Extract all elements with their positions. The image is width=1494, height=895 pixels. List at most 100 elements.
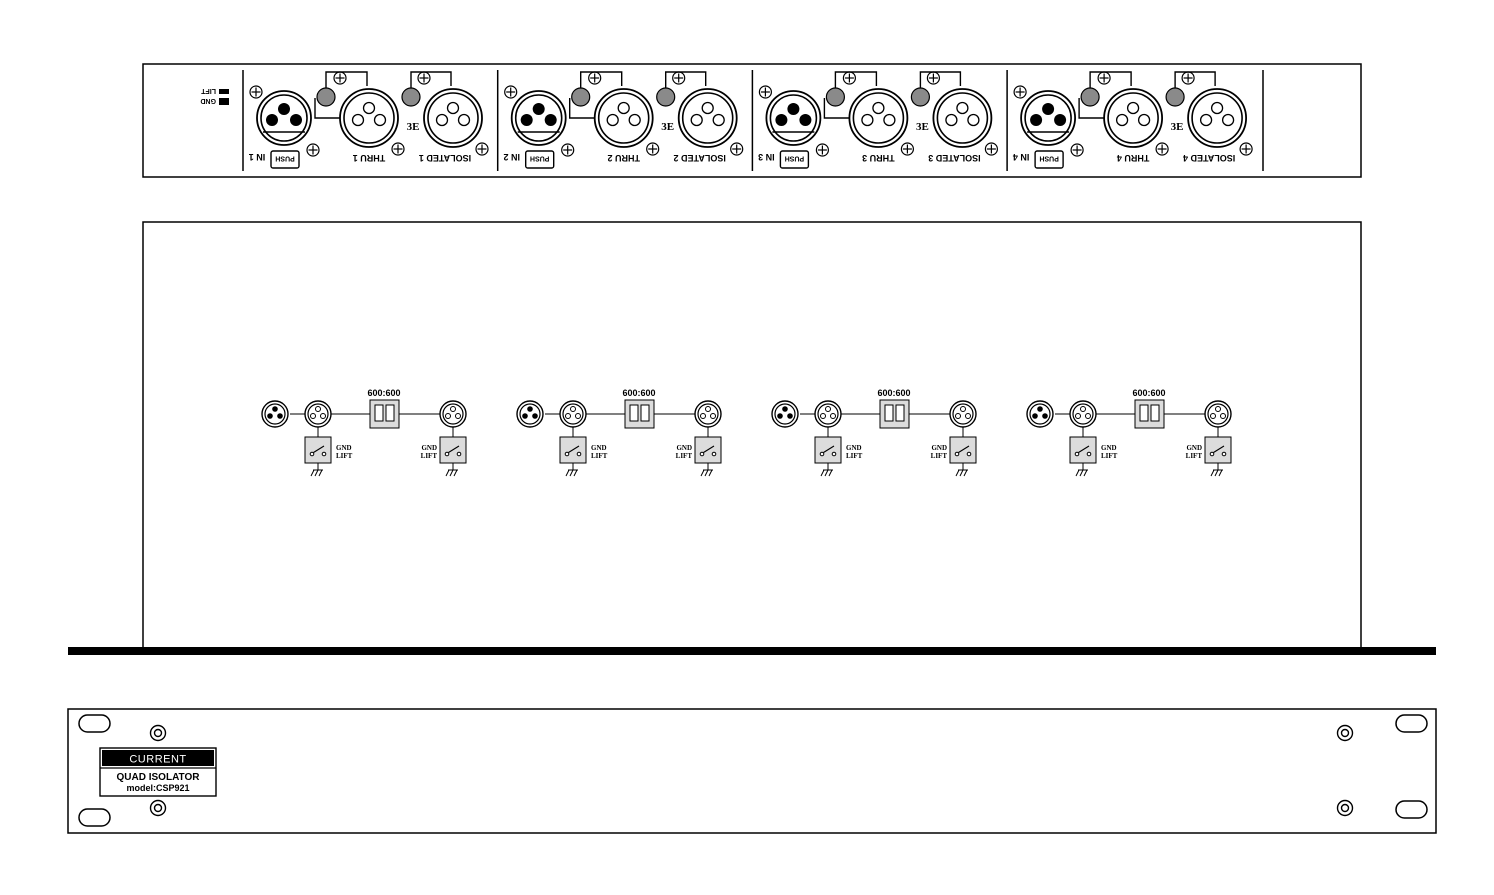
iso-pin-2-icon xyxy=(712,113,725,127)
transformer-box xyxy=(369,399,400,429)
iso-pin-3-icon xyxy=(701,101,714,115)
output-ground-icon-hatch xyxy=(453,469,458,477)
output-gnd-lift-switch-lever xyxy=(1213,445,1225,453)
transformer-winding-secondary xyxy=(640,404,650,422)
thru-link-wire xyxy=(823,98,850,119)
input-connector-face xyxy=(1024,94,1072,142)
transformer-winding-primary xyxy=(374,404,384,422)
output-gnd-lift-switch-contact-b xyxy=(1221,451,1227,457)
schem-iso-pin xyxy=(1210,413,1216,419)
isolated-jack-label: ISOLATED 2 xyxy=(674,153,726,163)
thru-screw-top-icon xyxy=(1097,71,1111,85)
input-pin-3-icon xyxy=(787,103,800,115)
input-gnd-lift-switch-contact-a xyxy=(564,451,570,457)
output-gnd-lift-switch-contact-a xyxy=(1209,451,1215,457)
schem-input-pin xyxy=(1042,413,1048,419)
input-pin-3-icon xyxy=(278,103,290,115)
iso-pin-2-icon xyxy=(1221,113,1235,127)
input-gnd-lift-switch-contact-a xyxy=(819,451,825,457)
schem-input-pin xyxy=(532,413,538,419)
input-ground-icon-hatch xyxy=(1083,469,1088,477)
input-screw-bottom-icon xyxy=(815,143,829,157)
iso-connector-face xyxy=(681,92,734,144)
output-ground-icon-hatch xyxy=(959,469,964,477)
output-gnd-lift-switch-contact-a xyxy=(954,451,960,457)
thru-connector-face xyxy=(343,92,395,144)
schem-input-pin xyxy=(272,406,278,412)
thru-screw-top-icon xyxy=(842,71,856,85)
transformer-symbol-icon: 3E xyxy=(1171,121,1184,133)
input-pin-2-icon xyxy=(799,114,812,126)
iso-screw-bottom-icon xyxy=(475,142,489,156)
input-pin-1-icon xyxy=(1030,114,1043,126)
iso-bracket xyxy=(919,71,962,94)
input-gnd-lift-switch-lever xyxy=(1078,445,1090,453)
input-connector-face xyxy=(769,94,818,142)
thru-screw-bottom-icon xyxy=(391,142,405,156)
output-ground-icon-hatch xyxy=(704,469,709,477)
front-screw-bottom-left xyxy=(149,799,167,817)
push-latch-label: PUSH xyxy=(530,155,549,162)
thru-bracket xyxy=(834,71,878,94)
brand-logo-box xyxy=(102,750,214,766)
thru-pin-2-icon xyxy=(373,113,387,127)
iso-bracket xyxy=(1174,71,1216,94)
input-screw-bottom-icon xyxy=(1070,143,1084,157)
thru-screw-bottom-icon xyxy=(646,142,660,156)
output-gnd-lift-switch xyxy=(439,436,467,464)
schem-iso-pin xyxy=(705,406,711,412)
iso-screw-bottom-icon xyxy=(1239,142,1253,156)
transformer-winding-secondary xyxy=(385,404,395,422)
iso-screw-top-icon xyxy=(1181,71,1195,85)
schem-thru-pin xyxy=(575,413,581,419)
transformer-symbol-icon: 3E xyxy=(661,121,674,133)
transformer-winding-primary xyxy=(884,404,894,422)
iso-ground-knob xyxy=(1165,87,1185,107)
output-gnd-lift-switch-lever xyxy=(448,445,460,453)
input-gnd-lift-switch xyxy=(1069,436,1097,464)
iso-pin-2-icon xyxy=(457,113,471,127)
schem-input-pin xyxy=(777,413,783,419)
input-ground-icon-hatch xyxy=(1075,469,1080,477)
thru-pin-2-icon xyxy=(628,113,641,127)
output-lift-label: LIFT xyxy=(1186,452,1203,460)
schem-thru-pin xyxy=(1085,413,1091,419)
iso-connector-face xyxy=(1191,92,1243,144)
output-ground-icon-hatch xyxy=(700,469,705,477)
input-jack-label: IN 3 xyxy=(758,152,775,162)
output-gnd-lift-switch-contact-b xyxy=(711,451,717,457)
input-pin-2-icon xyxy=(1054,114,1067,126)
schem-iso-pin xyxy=(710,413,716,419)
output-gnd-lift-switch xyxy=(1204,436,1232,464)
input-ground-icon-hatch xyxy=(569,469,574,477)
schem-iso-pin xyxy=(700,413,706,419)
iso-bracket xyxy=(410,71,452,94)
thru-pin-3-icon xyxy=(872,101,885,115)
iso-pin-2-icon xyxy=(967,113,980,127)
block-diagram: 600:600GNDLIFTGNDLIFT600:600GNDLIFTGNDLI… xyxy=(142,221,1362,647)
push-latch-button xyxy=(1034,150,1064,169)
push-latch-label: PUSH xyxy=(1039,155,1058,162)
input-gnd-lift-switch-box xyxy=(304,436,332,464)
output-gnd-lift-switch-contact-b xyxy=(456,451,462,457)
input-jack-label: IN 1 xyxy=(249,152,266,162)
thru-pin-2-icon xyxy=(1137,113,1151,127)
thru-pin-1-icon xyxy=(861,113,874,127)
input-gnd-label: GND xyxy=(336,444,352,452)
input-ground-icon-hatch xyxy=(565,469,570,477)
block-diagram-outline xyxy=(142,221,1362,647)
front-screw-bottom-right xyxy=(1336,799,1354,817)
input-ground-icon-hatch xyxy=(1079,469,1084,477)
schem-iso-pin xyxy=(1215,406,1221,412)
input-gnd-label: GND xyxy=(1101,444,1117,452)
schem-input-pin xyxy=(1032,413,1038,419)
schem-iso-pin xyxy=(960,406,966,412)
transformer-box xyxy=(624,399,655,429)
schem-iso-pin xyxy=(1220,413,1226,419)
input-ground-icon-hatch xyxy=(820,469,825,477)
